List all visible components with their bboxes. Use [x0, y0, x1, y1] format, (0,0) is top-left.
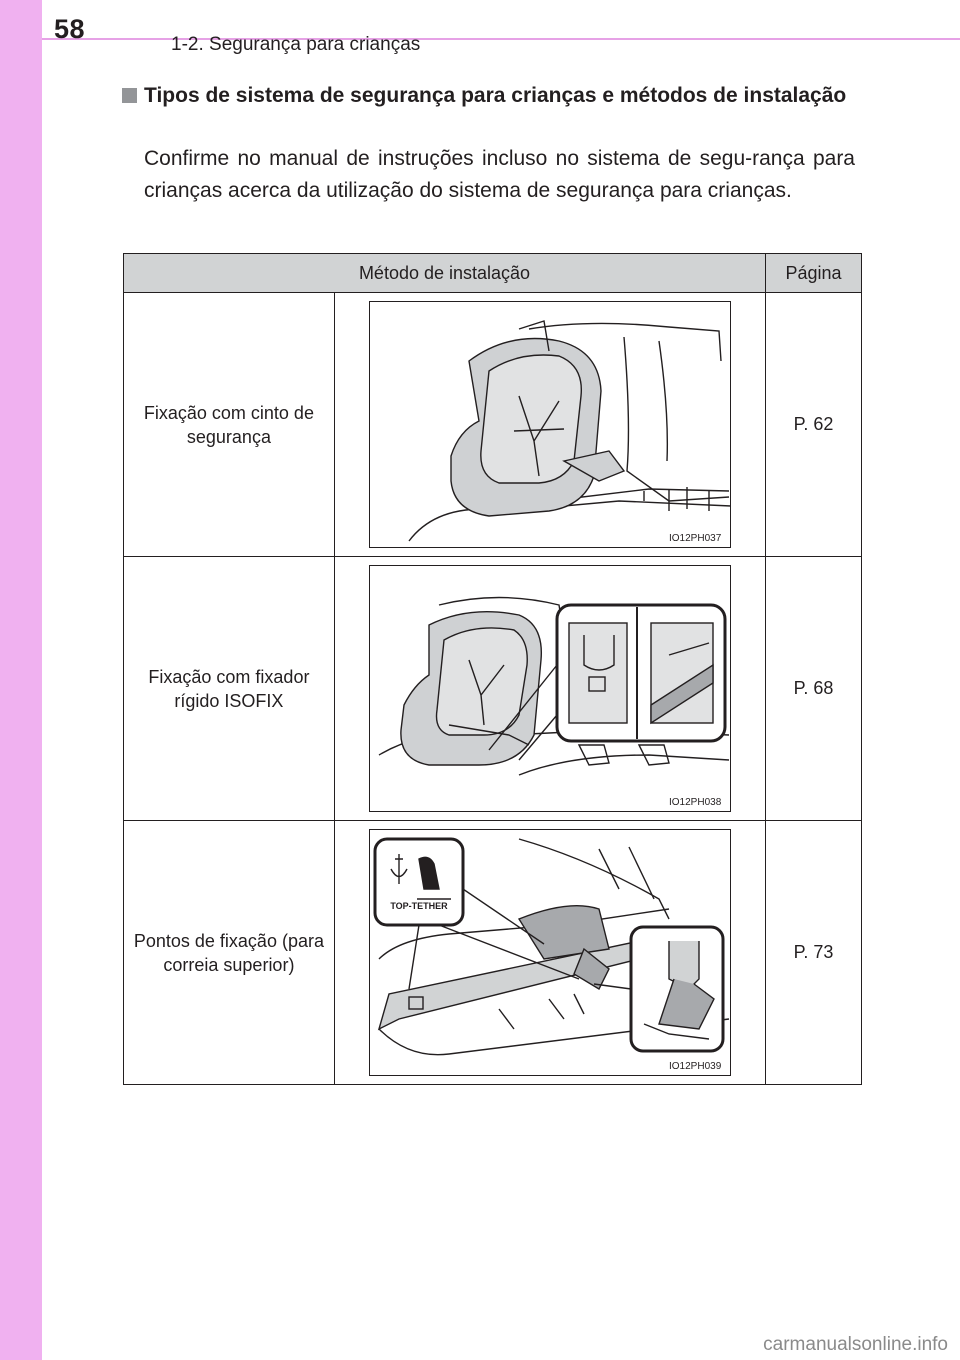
- table-row: Fixação com fixador rígido ISOFIX: [123, 556, 862, 821]
- watermark: carmanualsonline.info: [763, 1334, 948, 1355]
- figure-code: IO12PH038: [669, 797, 722, 808]
- seatbelt-child-seat-illustration: IO12PH037: [368, 301, 731, 548]
- section-title: 1-2. Segurança para crianças: [171, 34, 421, 55]
- page-number: 58: [54, 14, 86, 44]
- method-cell: Pontos de fixação (para correia superior…: [123, 820, 335, 1085]
- figure-code: IO12PH039: [669, 1061, 722, 1072]
- page-ref-cell: P. 73: [765, 820, 862, 1085]
- page-ref-cell: P. 62: [765, 292, 862, 557]
- method-cell: Fixação com fixador rígido ISOFIX: [123, 556, 335, 821]
- top-tether-badge-label: TOP-TETHER: [390, 901, 448, 911]
- figure-cell: IO12PH037: [333, 292, 767, 557]
- figure-cell: TOP-TETHER IO12PH039: [333, 820, 767, 1085]
- table-header-row: Método de instalação Página: [122, 253, 862, 293]
- side-color-band: [0, 0, 42, 1360]
- figure-cell: IO12PH038: [333, 556, 767, 821]
- header-method: Método de instalação: [122, 253, 767, 293]
- heading-text: Tipos de sistema de segurança para crian…: [144, 84, 847, 107]
- table-row: Fixação com cinto de segurança: [123, 292, 862, 557]
- top-tether-anchor-illustration: TOP-TETHER IO12PH039: [368, 829, 731, 1076]
- header-rule: [42, 38, 960, 40]
- subsection-heading: Tipos de sistema de segurança para crian…: [122, 80, 856, 111]
- figure-code: IO12PH037: [669, 533, 722, 544]
- table-row: Pontos de fixação (para correia superior…: [123, 820, 862, 1085]
- isofix-child-seat-illustration: IO12PH038: [368, 565, 731, 812]
- bullet-square-icon: [122, 88, 137, 103]
- page-ref-cell: P. 68: [765, 556, 862, 821]
- header-page: Página: [765, 253, 862, 293]
- intro-paragraph: Confirme no manual de instruções incluso…: [144, 147, 855, 202]
- installation-methods-table: Método de instalação Página Fixação com …: [122, 253, 862, 1085]
- method-cell: Fixação com cinto de segurança: [123, 292, 335, 557]
